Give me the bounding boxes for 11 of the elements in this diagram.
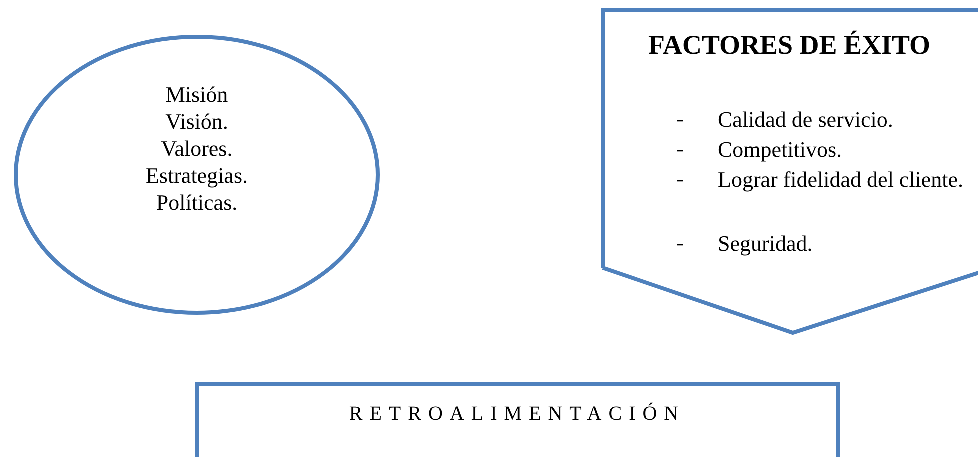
heading: FACTORES DE ÉXITO bbox=[647, 30, 932, 60]
list-item: Competitivos. bbox=[718, 136, 844, 164]
list-item: Seguridad. bbox=[718, 230, 814, 258]
list-item: Visión. bbox=[164, 109, 230, 135]
list-item: Políticas. bbox=[155, 190, 239, 216]
heading: RETROALIMENTACIÓN bbox=[348, 402, 687, 426]
list-item: Calidad de servicio. bbox=[718, 106, 894, 134]
list-item: Misión bbox=[164, 82, 230, 108]
list-item: Lograr fidelidad del cliente. bbox=[718, 166, 965, 194]
list-item: Estrategias. bbox=[144, 163, 250, 189]
list-item: Valores. bbox=[160, 136, 234, 162]
